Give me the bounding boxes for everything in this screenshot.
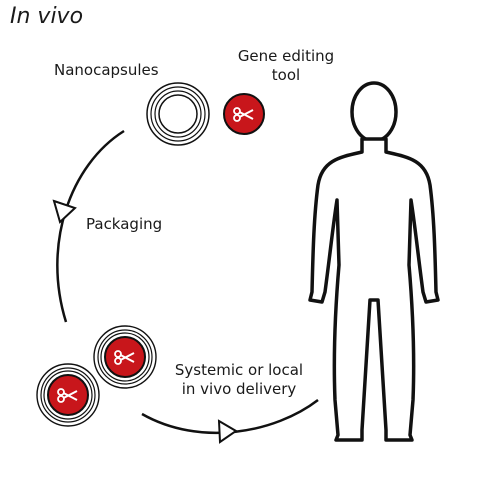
packaging-label: Packaging bbox=[86, 215, 163, 233]
delivery-arrowhead bbox=[217, 419, 238, 444]
gene-editing-tool-label: Gene editing tool bbox=[228, 47, 344, 85]
human-silhouette-icon bbox=[308, 81, 440, 442]
diagram-title: In vivo bbox=[10, 4, 84, 29]
gene-tool-label-line2: tool bbox=[271, 66, 301, 84]
delivery-label-line1: Systemic or local bbox=[174, 361, 304, 379]
delivery-label-line2: in vivo delivery bbox=[181, 380, 297, 398]
scissors-icon bbox=[114, 350, 135, 365]
packaging-arrowhead bbox=[52, 199, 77, 224]
empty-nanocapsule bbox=[146, 82, 210, 146]
nanocapsules-label: Nanocapsules bbox=[54, 61, 159, 79]
packaged-nanocapsule bbox=[93, 325, 157, 389]
gene-editing-tool bbox=[223, 93, 265, 135]
gene-tool-label-line1: Gene editing bbox=[237, 47, 335, 65]
scissors-icon bbox=[57, 388, 78, 403]
delivery-label: Systemic or local in vivo delivery bbox=[168, 361, 310, 399]
scissors-icon bbox=[233, 107, 254, 122]
packaged-nanocapsule bbox=[36, 363, 100, 427]
